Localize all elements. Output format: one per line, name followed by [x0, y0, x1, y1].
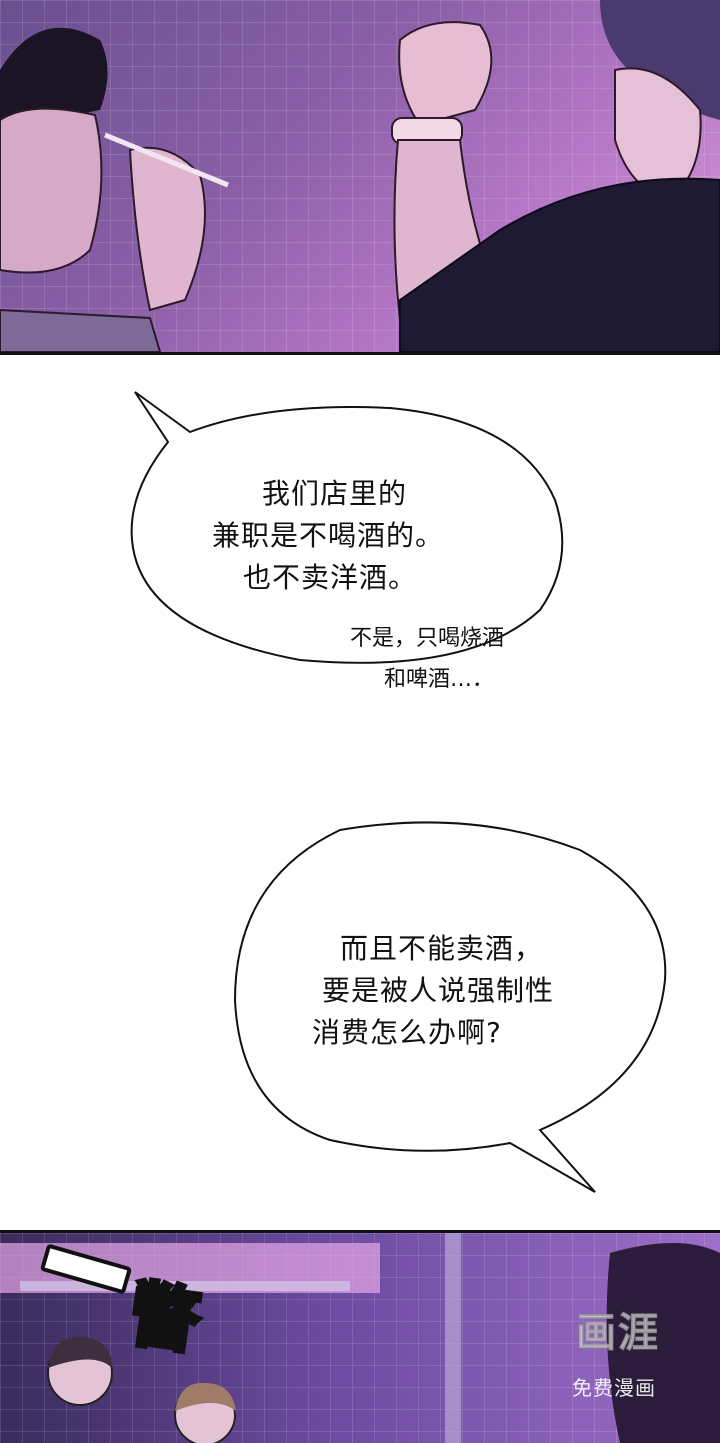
background-person-2-hair: [175, 1382, 236, 1411]
aside-line-1: 不是，只喝烧酒: [350, 626, 505, 651]
top-panel: [0, 0, 720, 355]
background-person-1-hair: [48, 1336, 112, 1368]
watermark-logo: 画涯: [576, 1310, 660, 1357]
right-figure: [606, 1243, 720, 1443]
watermark: 画涯 免费漫画: [568, 1300, 688, 1410]
left-character-face: [0, 107, 103, 274]
bubble-top-line-1: 我们店里的: [262, 477, 408, 510]
sfx-glance: 瞥: [121, 1270, 207, 1366]
bottom-panel-art: [0, 1233, 720, 1443]
bubble-bottom-line-1: 而且不能卖酒，: [340, 932, 544, 965]
right-character-fist: [398, 21, 493, 127]
left-character-hand: [128, 146, 206, 312]
bubble-top-line-2: 兼职是不喝酒的。: [212, 519, 445, 552]
bubble-bottom-line-3: 消费怎么办啊?: [312, 1016, 502, 1049]
top-panel-art: [0, 0, 720, 352]
pipe: [445, 1233, 461, 1443]
right-character-hair: [600, 0, 720, 120]
speech-bubble-top: [130, 391, 564, 664]
left-character-shirt: [0, 308, 162, 352]
pencil: [104, 132, 229, 188]
aside-line-2: 和啤酒…．: [384, 667, 495, 692]
left-character-hair: [0, 27, 108, 130]
bubble-bottom-line-2: 要是被人说强制性: [322, 974, 555, 1007]
bubble-top-line-3: 也不卖洋酒。: [243, 561, 418, 594]
right-character-face: [614, 67, 702, 202]
speech-bubble-bottom: [233, 821, 667, 1193]
shelf: [20, 1281, 350, 1291]
watermark-text: 免费漫画: [572, 1376, 656, 1400]
right-character-jacket: [399, 177, 720, 352]
